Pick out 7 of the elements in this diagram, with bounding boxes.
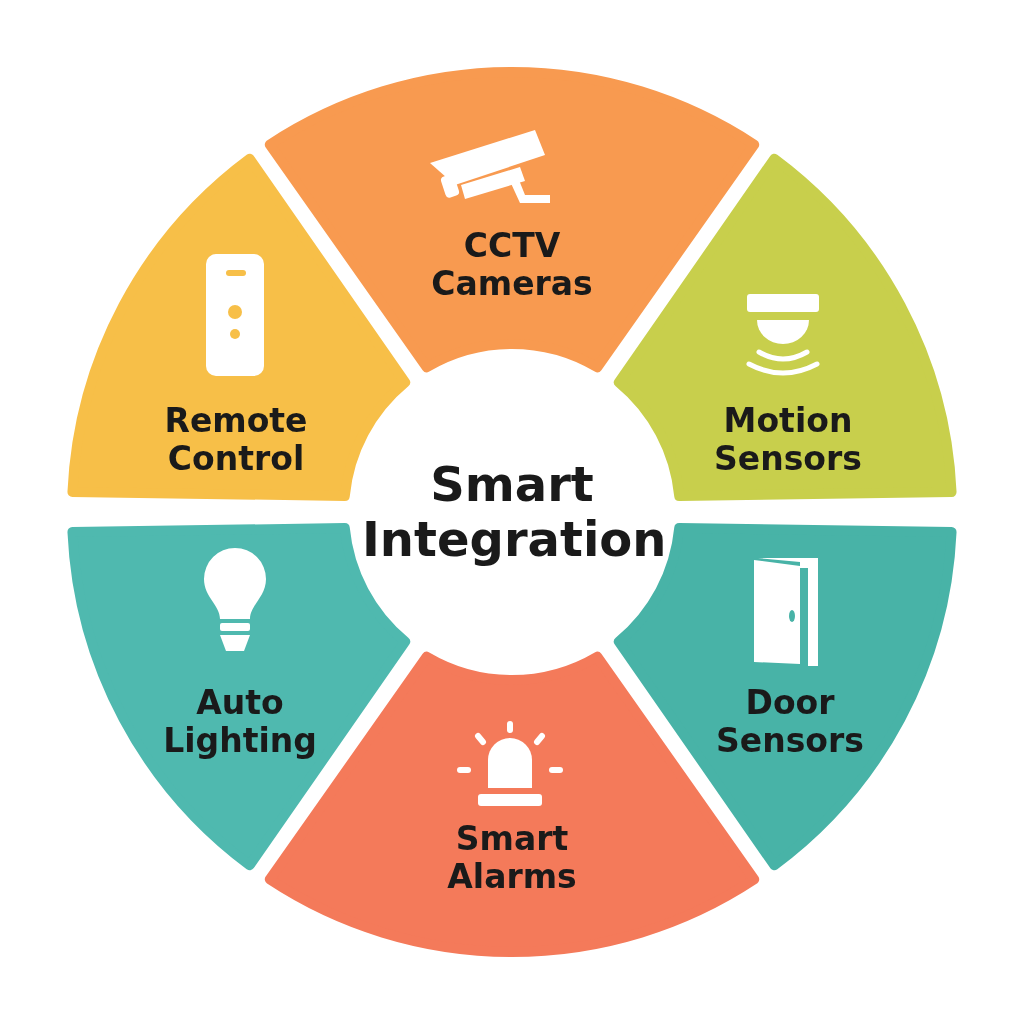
segment-label: Remote Control [163, 402, 309, 478]
segment-label: CCTV Cameras [430, 227, 594, 303]
segment-label: Auto Lighting [162, 684, 318, 760]
segment-label: Door Sensors [715, 684, 865, 760]
center-title: Smart Integration [362, 456, 662, 568]
segment-label: Motion Sensors [713, 402, 863, 478]
segment-label: Smart Alarms [446, 820, 578, 896]
